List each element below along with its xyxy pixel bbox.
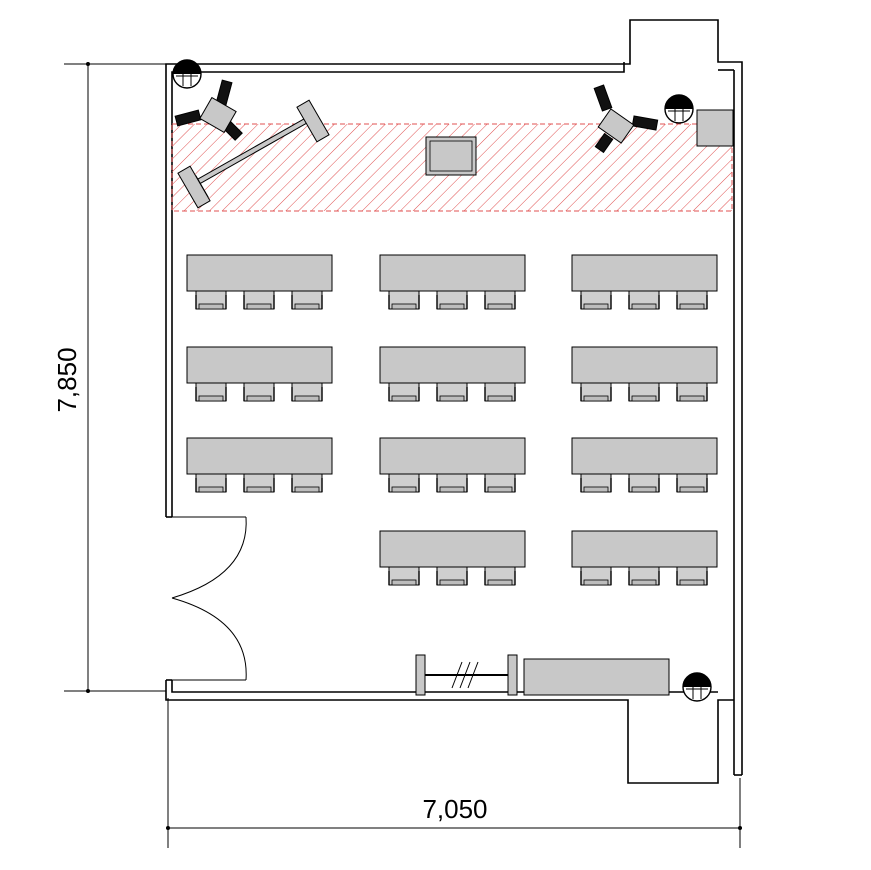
cabinet bbox=[696, 109, 734, 147]
chair bbox=[388, 382, 420, 402]
chair bbox=[484, 382, 516, 402]
dimension-height: 7,850 bbox=[52, 62, 166, 693]
table bbox=[571, 530, 718, 568]
table bbox=[186, 437, 333, 475]
chair bbox=[580, 473, 612, 493]
chair bbox=[676, 566, 708, 586]
table bbox=[571, 437, 718, 475]
outlet-top-right bbox=[664, 94, 694, 124]
chair bbox=[484, 473, 516, 493]
chair bbox=[628, 290, 660, 310]
double-door bbox=[171, 516, 247, 681]
chair bbox=[243, 473, 275, 493]
camera-left bbox=[174, 79, 243, 141]
chair bbox=[484, 566, 516, 586]
projection-screen bbox=[177, 99, 330, 209]
seating-area bbox=[186, 254, 718, 586]
table bbox=[571, 346, 718, 384]
table bbox=[186, 254, 333, 292]
chair bbox=[195, 473, 227, 493]
chair bbox=[291, 290, 323, 310]
chair bbox=[388, 290, 420, 310]
table bbox=[571, 254, 718, 292]
chair bbox=[580, 382, 612, 402]
table bbox=[379, 437, 526, 475]
chair bbox=[676, 290, 708, 310]
table bbox=[379, 254, 526, 292]
chair bbox=[195, 290, 227, 310]
chair bbox=[676, 473, 708, 493]
chair bbox=[388, 566, 420, 586]
chair bbox=[436, 473, 468, 493]
chair bbox=[676, 382, 708, 402]
chair bbox=[628, 566, 660, 586]
chair bbox=[291, 382, 323, 402]
chair bbox=[436, 290, 468, 310]
height-dimension-label: 7,850 bbox=[52, 347, 82, 412]
chair bbox=[628, 382, 660, 402]
outlet-bottom-right bbox=[682, 672, 712, 702]
lectern bbox=[425, 136, 477, 176]
chair bbox=[291, 473, 323, 493]
width-dimension-label: 7,050 bbox=[422, 794, 487, 824]
table bbox=[186, 346, 333, 384]
mobile-whiteboard bbox=[415, 654, 518, 696]
camera-right bbox=[593, 84, 659, 154]
chair bbox=[436, 566, 468, 586]
chair bbox=[628, 473, 660, 493]
chair bbox=[484, 290, 516, 310]
table bbox=[379, 530, 526, 568]
chair bbox=[580, 290, 612, 310]
chair bbox=[388, 473, 420, 493]
dimension-width: 7,050 bbox=[166, 698, 742, 848]
chair bbox=[580, 566, 612, 586]
chair bbox=[195, 382, 227, 402]
chair bbox=[436, 382, 468, 402]
counter bbox=[523, 658, 670, 696]
chair bbox=[243, 382, 275, 402]
chair bbox=[243, 290, 275, 310]
outlet-top-left bbox=[172, 59, 202, 89]
table bbox=[379, 346, 526, 384]
